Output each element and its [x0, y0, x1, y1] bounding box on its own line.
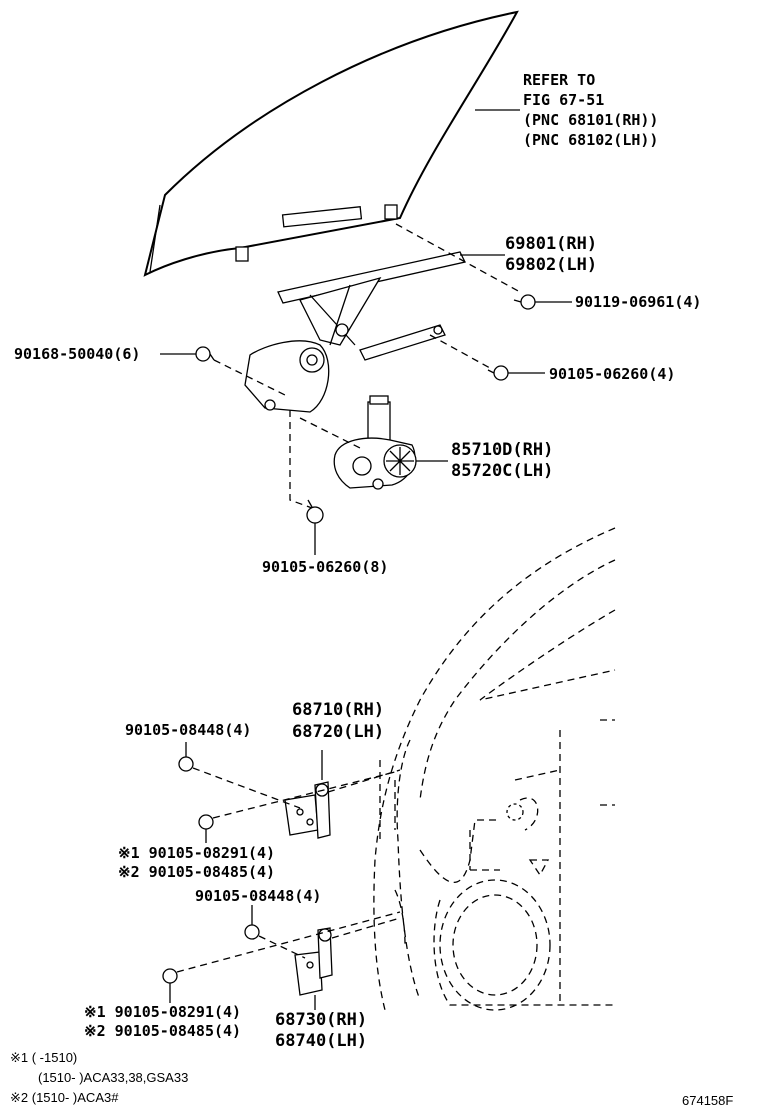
part-bolt-90168[interactable]: 90168-50040(6) [14, 345, 141, 363]
footnote-3: ※2 (1510- )ACA3# [10, 1090, 119, 1105]
regulator-motor [333, 395, 417, 490]
bolt-90105-06260-a [487, 365, 509, 381]
bolt-90168 [195, 346, 215, 362]
part-regulator-rh[interactable]: 69801(RH) [505, 234, 598, 254]
bolt-08291-b [162, 968, 178, 984]
part-bolt-90105-08448-b[interactable]: 90105-08448(4) [195, 887, 322, 905]
refer-line-2: FIG 67-51 [523, 91, 605, 109]
part-bolt-90105-06260-a[interactable]: 90105-06260(4) [549, 365, 676, 383]
bolt-90119 [513, 294, 536, 310]
part-bolt-08291-a[interactable]: ※1 90105-08291(4) [118, 844, 276, 862]
door-body [373, 527, 616, 1011]
door-glass [143, 10, 519, 277]
window-regulator [244, 251, 466, 413]
refer-line-1: REFER TO [523, 71, 596, 89]
figure-id: 674158F [682, 1093, 734, 1108]
footnote-1: ※1 ( -1510) [10, 1050, 78, 1065]
part-upper-hinge-lh[interactable]: 68720(LH) [292, 722, 385, 742]
part-lower-hinge-rh[interactable]: 68730(RH) [275, 1010, 368, 1030]
part-bolt-90105-06260-b[interactable]: 90105-06260(8) [262, 558, 389, 576]
part-bolt-08291-b[interactable]: ※1 90105-08291(4) [84, 1003, 242, 1021]
part-regulator-lh[interactable]: 69802(LH) [505, 255, 598, 275]
footnote-2: (1510- )ACA33,38,GSA33 [38, 1070, 189, 1085]
part-lower-hinge-lh[interactable]: 68740(LH) [275, 1031, 368, 1051]
part-bolt-08485-a[interactable]: ※2 90105-08485(4) [118, 863, 276, 881]
bolt-90105-08448-a [178, 756, 194, 772]
part-bolt-90105-08448-a[interactable]: 90105-08448(4) [125, 721, 252, 739]
part-motor-rh[interactable]: 85710D(RH) [451, 440, 554, 460]
refer-line-3: (PNC 68101(RH)) [523, 111, 659, 129]
bolt-90105-06260-b [306, 499, 324, 524]
upper-hinge [284, 781, 331, 839]
lower-hinge [294, 927, 333, 996]
part-bolt-08485-b[interactable]: ※2 90105-08485(4) [84, 1022, 242, 1040]
part-upper-hinge-rh[interactable]: 68710(RH) [292, 700, 385, 720]
refer-line-4: (PNC 68102(LH)) [523, 131, 659, 149]
part-motor-lh[interactable]: 85720C(LH) [451, 461, 554, 481]
part-bolt-90119[interactable]: 90119-06961(4) [575, 293, 702, 311]
bolt-08291-a [198, 814, 214, 830]
bolt-90105-08448-b [244, 924, 260, 940]
